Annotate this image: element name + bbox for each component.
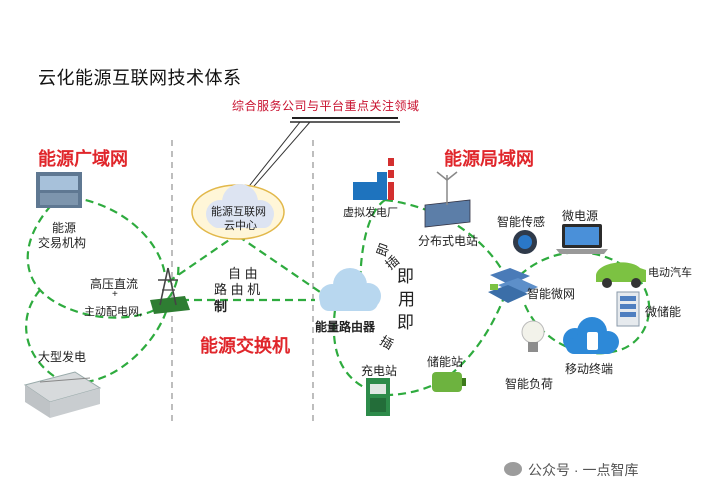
plug-char-3: 即: [397, 267, 414, 286]
smart-load-icon: [521, 320, 545, 352]
exchange-building-icon: [36, 172, 82, 208]
section-wide-area: 能源广域网: [38, 149, 128, 169]
banner-text: 综合服务公司与平台重点关注领域: [232, 99, 420, 113]
exchange-label-2: 交易机构: [38, 236, 87, 250]
smart-sensor-icon: [513, 230, 537, 254]
page-title: 云化能源互联网技术体系: [38, 68, 242, 88]
virtual-plant-label: 虚拟发电厂: [343, 207, 398, 219]
storage-station-label: 储能站: [427, 355, 464, 369]
storage-station-icon: [432, 372, 466, 392]
hvdc-label-3: 主动配电网,: [84, 306, 143, 318]
banner-callout-a: [245, 121, 301, 191]
charging-station-icon: [366, 378, 390, 416]
section-switch: 能源交换机: [200, 336, 290, 356]
free-routing-line3: 制: [214, 299, 228, 314]
router-cloud-shape: [319, 268, 381, 311]
exchange-label-1: 能源: [52, 221, 77, 235]
mobile-label: 移动终端: [565, 362, 614, 376]
micro-source-icon: [556, 224, 608, 254]
watermark-icon: [504, 462, 522, 476]
storage-small-label: 微储能: [645, 305, 682, 319]
plug-char-5: 即: [397, 313, 414, 332]
distributed-icon: [424, 171, 471, 228]
smart-grid-label: 智能微网: [527, 287, 576, 301]
watermark-text: 公众号 · 一点智库: [528, 462, 639, 478]
large-gen-icon: [23, 371, 102, 418]
tower-icon: [150, 267, 190, 314]
distributed-label: 分布式电站: [418, 234, 479, 248]
smart-grid-icon: [488, 268, 538, 303]
hvdc-label-1: 高压直流: [90, 277, 139, 291]
mobile-icon: [563, 317, 619, 354]
free-routing-line2: 路 由 机: [214, 282, 261, 297]
virtual-plant-icon: [353, 158, 394, 200]
storage-small-icon: [616, 291, 640, 327]
large-gen-label: 大型发电: [38, 350, 87, 364]
section-local-area: 能源局域网: [444, 149, 534, 169]
free-routing-line1: 自 由: [228, 266, 258, 281]
green-loop-left: [26, 195, 180, 319]
cloud-line2: 云中心: [224, 220, 257, 232]
smart-load-label: 智能负荷: [505, 377, 554, 391]
charging-label: 充电站: [361, 364, 398, 378]
micro-source-label: 微电源: [562, 209, 599, 223]
banner-callout-b: [247, 121, 311, 194]
smart-sensor-label: 智能传感: [497, 215, 546, 229]
ev-label: 电动汽车: [648, 267, 692, 279]
green-tower-to-cloud: [167, 237, 233, 283]
cloud-line1: 能源互联网: [211, 206, 266, 218]
cloud-center-shape: [206, 184, 274, 228]
router-label: 能量路由器: [315, 320, 376, 334]
plug-char-4: 用: [398, 290, 415, 309]
green-storage-to-grid: [449, 294, 507, 376]
ev-icon: [596, 262, 646, 288]
green-cloud-to-router: [237, 235, 321, 293]
green-loop-left-lower: [25, 289, 61, 381]
hvdc-label-2: +: [112, 289, 118, 300]
